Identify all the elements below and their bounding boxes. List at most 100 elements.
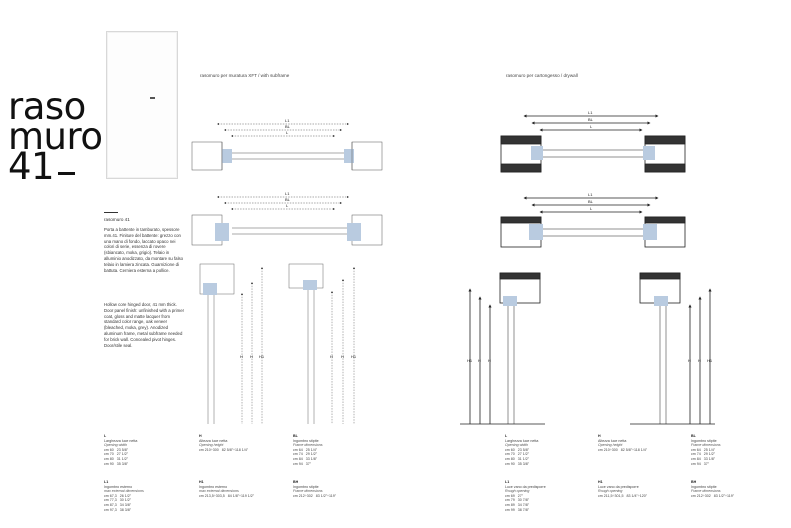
spec-code: H1 — [199, 480, 204, 484]
left-v2-h1: H1 — [351, 354, 357, 359]
spec-row: cm 64 25 1/4" — [691, 447, 716, 452]
right-plan1-bl: BL — [588, 117, 594, 122]
left-v1-bh: H — [250, 354, 253, 359]
spec-label-it: Ingombro esterno — [199, 484, 228, 489]
spec-code: L1 — [104, 480, 109, 484]
spec-row: cm 80 31 1/2" — [104, 456, 129, 461]
spec-label-en: Rough opening — [505, 489, 530, 494]
spec-row: cm 80 31 1/2" — [505, 456, 530, 461]
right-v2-h: H — [688, 358, 691, 363]
door-illustration — [106, 31, 178, 179]
spec-label-en: Frame dimensions — [293, 443, 323, 448]
spec-label-it: Altezza luce netta — [598, 438, 627, 443]
spec-label-it: Ingombro stipite — [293, 438, 319, 443]
spec-code: H — [199, 434, 202, 438]
spec-label-it: Luce vano da predisporre — [505, 484, 546, 489]
spec-code: BH — [293, 480, 299, 484]
spec-label-en: Opening width — [505, 443, 528, 448]
spec-row: cm 60 23 5/8" — [104, 447, 129, 452]
spec-row: cm 70 27 1/2" — [505, 452, 530, 457]
spec-label-it: Altezza luce netta — [199, 438, 228, 443]
spec-row: cm 97,3 38 3/8" — [104, 507, 132, 512]
brand-dash — [58, 172, 75, 175]
spec-row: cm 210÷300 82 5/8"÷118 1/4" — [199, 447, 248, 452]
right-vertical-2 — [630, 272, 715, 425]
spec-row: cm 90 35 3/8" — [104, 461, 129, 466]
left-section-title: rasomuro per muratura XFT / with subfram… — [200, 73, 290, 78]
model-name: rasomuro 41 — [104, 217, 130, 222]
spec-row: cm 210÷300 82 5/8"÷118 1/4" — [598, 447, 647, 452]
spec-row: cm 212÷302 83 1/2"÷119" — [293, 493, 336, 498]
left-v1-h: H — [240, 354, 243, 359]
brand-line-2: muro — [8, 115, 103, 158]
right-v1-h: H — [488, 358, 491, 363]
brand-line-3: 41 — [8, 145, 55, 188]
spec-row: cm 211,5÷301,5 83 1/4"÷120" — [598, 493, 647, 498]
spec-row: cm 94 37" — [691, 461, 710, 466]
spec-row: cm 99 38 7/8" — [505, 507, 530, 512]
spec-row: cm 70 27 1/2" — [104, 452, 129, 457]
spec-code: H — [598, 434, 601, 438]
spec-label-it: Ingombro esterno — [104, 484, 133, 489]
spec-row: cm 94 37" — [293, 461, 312, 466]
spec-label-it: Ingombro stipite — [293, 484, 319, 489]
right-plan1-l: L — [590, 124, 593, 129]
left-plan1-bl: BL — [285, 124, 291, 129]
spec-row: cm 77,3 30 1/2" — [104, 498, 132, 503]
spec-code: BH — [691, 480, 697, 484]
left-v1-h1: H1 — [259, 354, 265, 359]
spec-label-en: max external dimensions — [199, 489, 239, 494]
spec-label-en: Frame dimensions — [691, 489, 721, 494]
spec-row: cm 84 33 1/8" — [691, 456, 716, 461]
model-description-it: Porta a battente in tamburato, spessore … — [104, 227, 184, 273]
spec-row: cm 74 29 1/2" — [691, 452, 716, 457]
right-plan2-l1: L1 — [588, 192, 593, 197]
right-plan1-l1: L1 — [588, 110, 593, 115]
left-vertical-1 — [199, 263, 263, 424]
left-plan2-bl: BL — [285, 197, 291, 202]
spec-row: cm 69 27" — [505, 493, 524, 498]
spec-row: cm 84 33 1/8" — [293, 456, 318, 461]
right-vertical-1 — [460, 272, 545, 425]
right-section-title: rasomuro per cartongesso / drywall — [506, 73, 578, 78]
spec-row: cm 60 23 5/8" — [505, 447, 530, 452]
spec-row: cm 67,3 26 1/2" — [104, 493, 132, 498]
spec-row: cm 90 35 3/8" — [505, 461, 530, 466]
brand-line-1: raso — [8, 85, 86, 128]
left-plan2-l: L — [286, 203, 289, 208]
spec-label-en: Rough opening — [598, 489, 623, 494]
spec-code: BL — [293, 434, 298, 438]
spec-label-it: Larghezza luce netta — [104, 438, 138, 443]
spec-row: cm 79 30 7/8" — [505, 498, 530, 503]
spec-row: cm 74 29 1/2" — [293, 452, 318, 457]
spec-label-it: Ingombro stipite — [691, 484, 717, 489]
spec-row: cm 89 34 7/8" — [505, 502, 530, 507]
model-rule — [104, 212, 118, 213]
spec-label-en: Opening height — [598, 443, 623, 448]
left-plan1-l1: L1 — [285, 118, 290, 123]
right-v2-h1: H1 — [707, 358, 713, 363]
spec-label-it: Ingombro stipite — [691, 438, 717, 443]
left-v2-bh: H — [341, 354, 344, 359]
spec-label-it: Luce vano da predisporre — [598, 484, 639, 489]
door-handle — [150, 97, 155, 99]
spec-label-en: Frame dimensions — [691, 443, 721, 448]
right-plan-2 — [500, 196, 686, 248]
spec-label-it: Larghezza luce netta — [505, 438, 539, 443]
spec-code: BL — [691, 434, 696, 438]
spec-code: L1 — [505, 480, 510, 484]
spec-row: cm 213,5÷303,5 84 1/8"÷119 1/2" — [199, 493, 254, 498]
left-plan-2 — [191, 196, 383, 246]
spec-label-en: max external dimensions — [104, 489, 144, 494]
